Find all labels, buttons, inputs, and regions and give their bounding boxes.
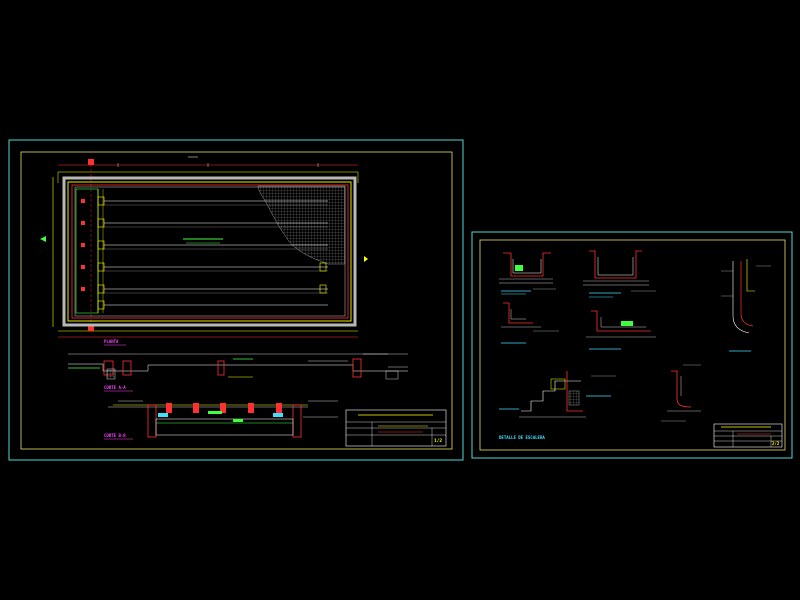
stair-detail-label: DETALLE DE ESCALERA	[499, 435, 545, 440]
sheet-left-drawing: PLANTA CORTE A-A	[8, 139, 464, 461]
section-bb	[108, 400, 338, 438]
drawing-sheet-left: PLANTA CORTE A-A	[8, 139, 464, 461]
hatch-area	[257, 185, 346, 265]
detail-step-2	[586, 310, 656, 350]
sheet-left-number: 1/2	[434, 438, 442, 444]
detail-wall-edge	[721, 259, 771, 352]
detail-stair	[499, 371, 616, 418]
section-bb-label: CORTE B-B	[104, 433, 126, 438]
sheet-right-drawing: DETALLE DE ESCALERA 2/2	[471, 231, 793, 459]
drawing-sheet-right: DETALLE DE ESCALERA 2/2	[471, 231, 793, 459]
detail-gutter-1	[499, 252, 556, 295]
sheet-right-outer-frame	[471, 231, 793, 459]
title-block-right: 2/2	[713, 423, 783, 448]
detail-step-1	[501, 302, 559, 344]
plan-label: PLANTA	[104, 339, 119, 344]
sheet-left-inner-frame	[20, 151, 453, 450]
section-aa	[68, 353, 408, 380]
sheet-left-outer-frame	[8, 139, 464, 461]
detail-corner	[661, 364, 701, 422]
pool-plan	[40, 156, 368, 338]
detail-gutter-2	[583, 250, 656, 298]
lane-lines	[81, 196, 328, 310]
sheet-right-inner-frame	[479, 239, 786, 451]
title-block-left: 1/2	[345, 409, 447, 447]
sheet-right-number: 2/2	[772, 441, 780, 446]
section-aa-label: CORTE A-A	[104, 385, 126, 390]
